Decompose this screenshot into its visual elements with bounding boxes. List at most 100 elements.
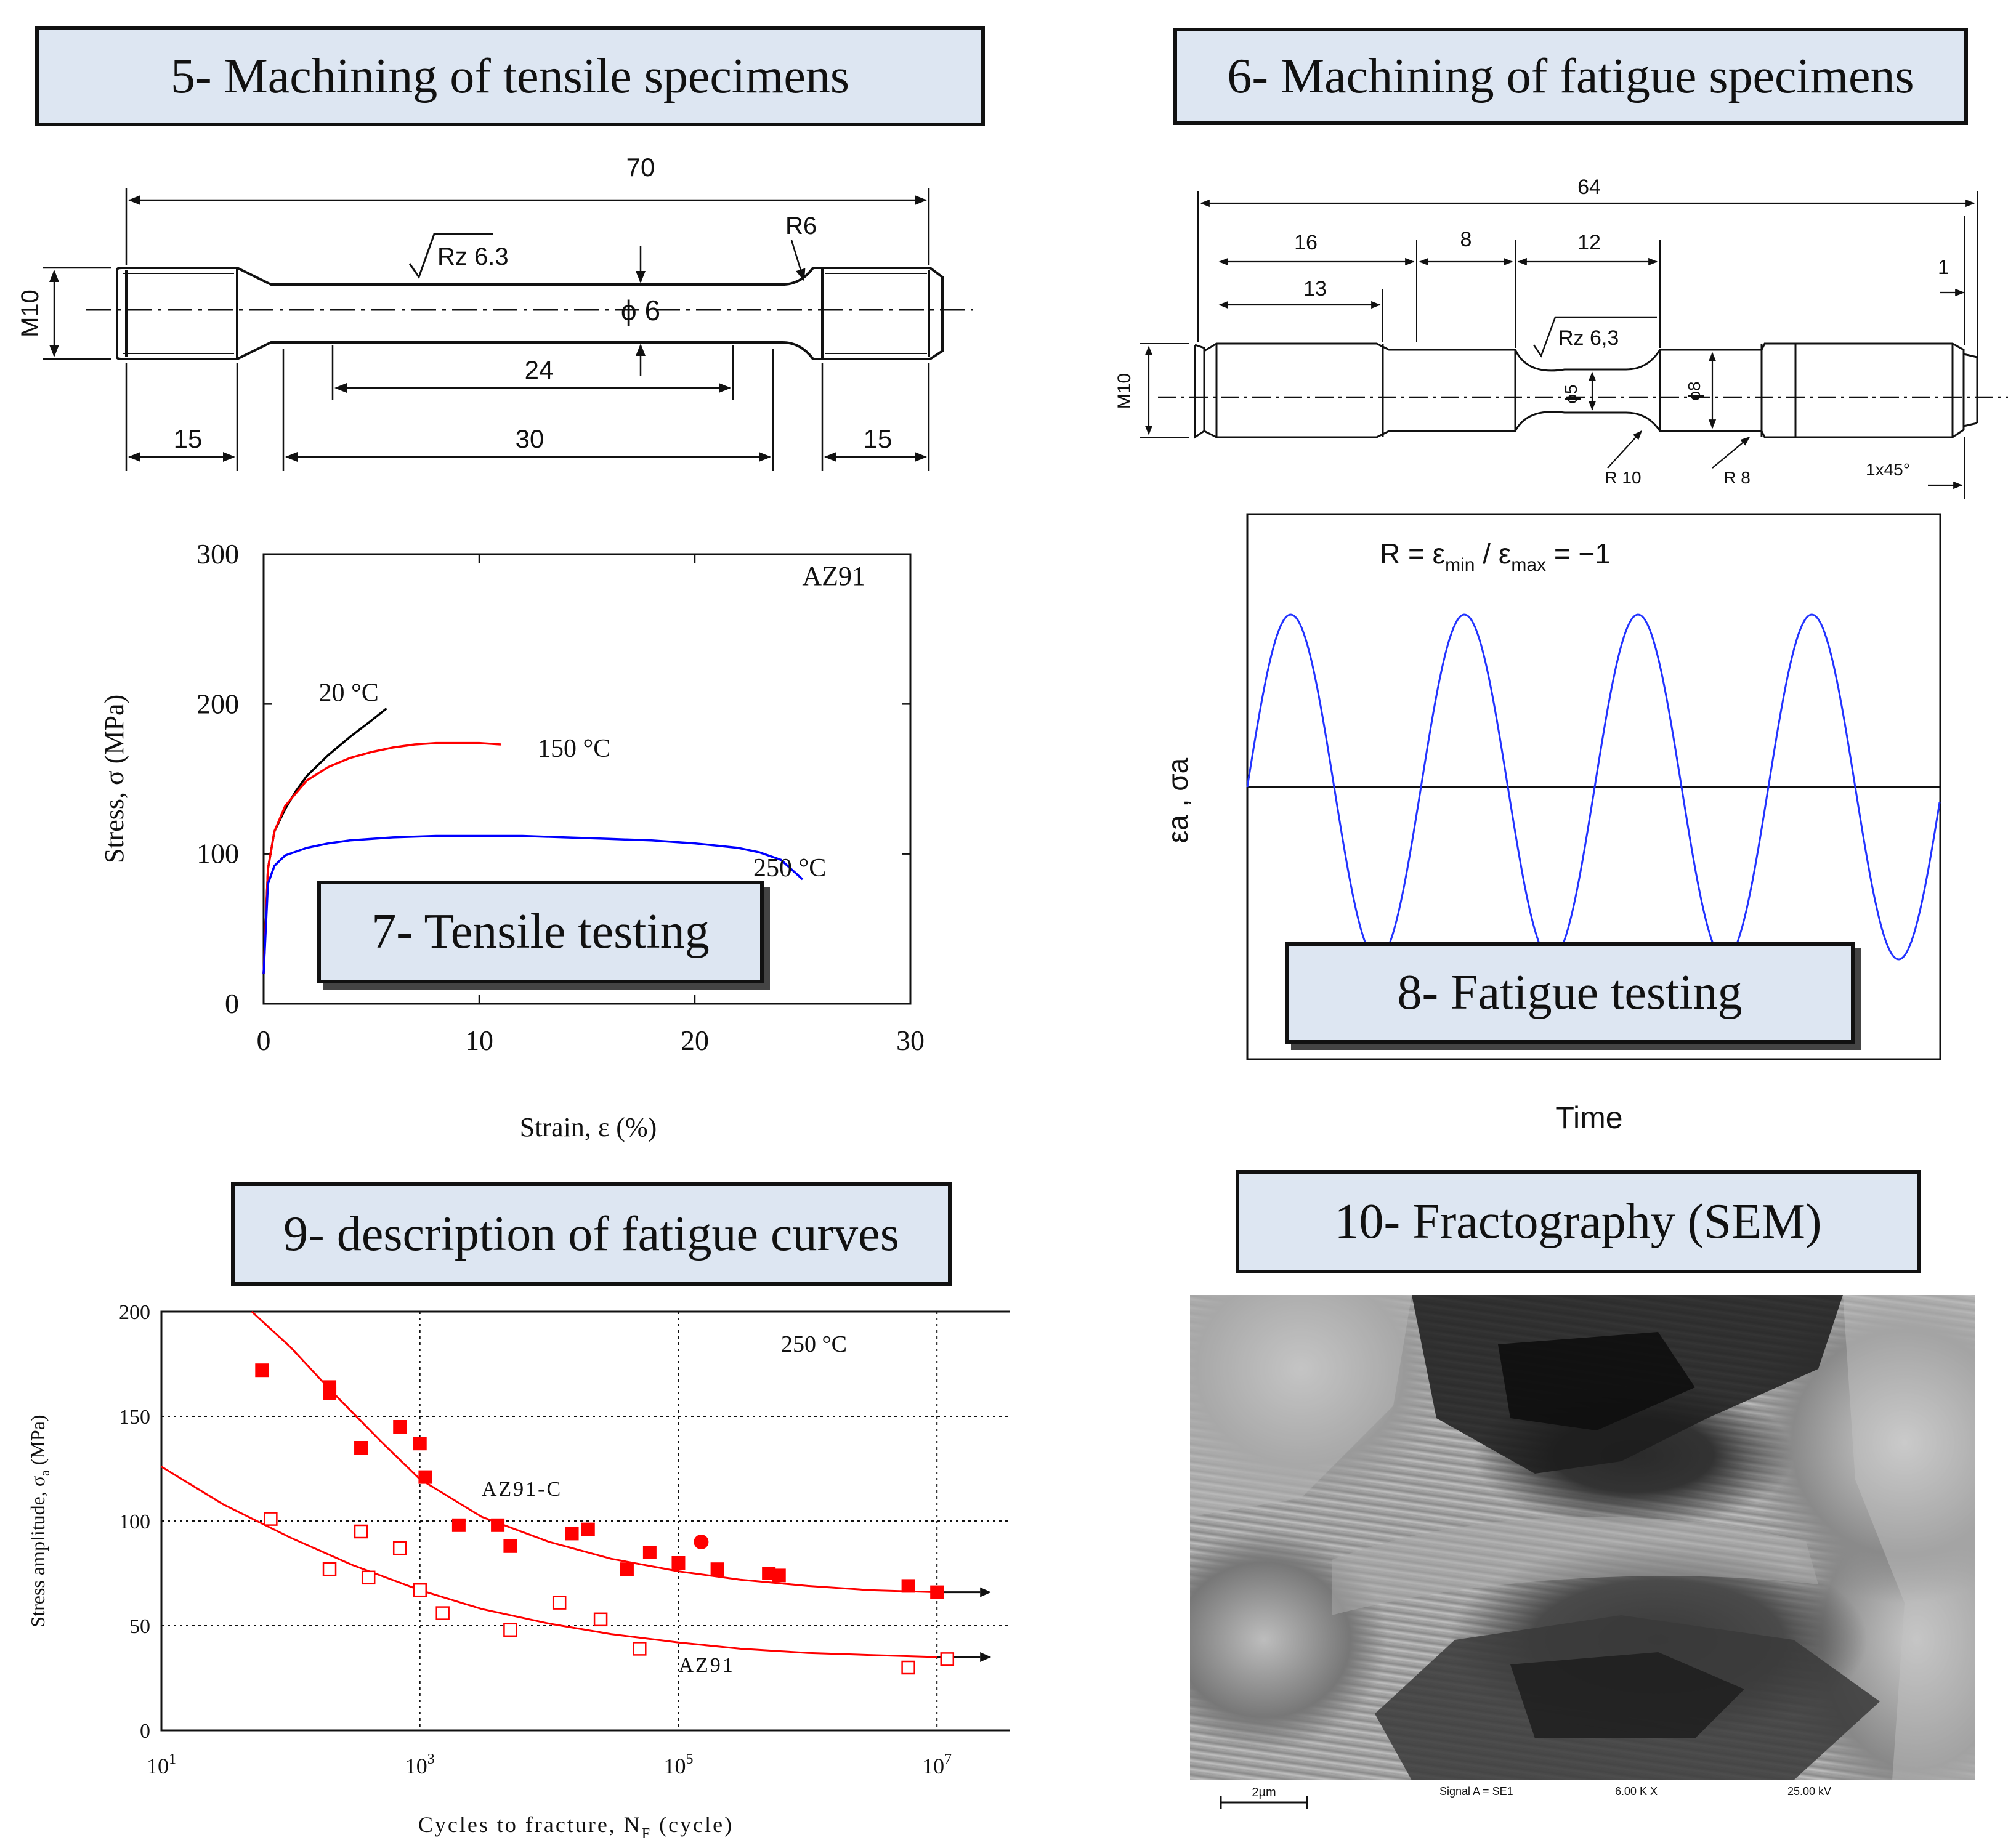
sn-point-az91c <box>772 1568 786 1583</box>
sem-signal: Signal A = SE1 <box>1439 1785 1513 1798</box>
sn-point-az91 <box>593 1612 608 1627</box>
sn-point-az91c <box>620 1562 634 1576</box>
tensile-xtick-label: 30 <box>896 1025 925 1056</box>
sn-point-az91 <box>633 1642 647 1656</box>
fat-roughness: Rz 6,3 <box>1558 326 1619 350</box>
sn-runout-arrowhead <box>980 1587 992 1597</box>
sem-scalebar-label: 2µm <box>1252 1786 1276 1799</box>
sn-point-az91 <box>413 1583 427 1597</box>
tensile-annotation: AZ91 <box>802 561 865 591</box>
fatigue-waveform-chart: R = εmin / εmax = −1 εa , σa Time <box>1162 513 1941 1135</box>
sn-ytick-label: 0 <box>140 1720 150 1743</box>
panel-5-title: 5- Machining of tensile specimens <box>35 26 985 126</box>
fat-dim-12: 12 <box>1577 231 1601 254</box>
sn-point-az91 <box>552 1596 567 1610</box>
fat-dia-min: ϕ5 <box>1561 384 1581 403</box>
tensile-xlabel: Strain, ε (%) <box>520 1112 657 1142</box>
sn-point-az91 <box>354 1524 368 1539</box>
sn-point-az91c <box>491 1518 505 1532</box>
fat-thread: M10 <box>1114 373 1135 409</box>
thread-label: M10 <box>17 289 44 337</box>
sn-xtick-label: 101 <box>147 1751 176 1778</box>
sn-point-az91c <box>762 1567 776 1580</box>
dim-grip-right: 15 <box>864 424 893 453</box>
tensile-series-label: 20 °C <box>319 679 379 708</box>
sn-point-az91c <box>323 1386 337 1400</box>
sn-point-az91 <box>322 1562 337 1576</box>
dim-grip-left: 15 <box>174 424 203 453</box>
sn-point-az91c <box>581 1522 595 1536</box>
sn-point-az91c-circle <box>694 1535 709 1549</box>
sn-point-az91c <box>354 1441 368 1455</box>
dim-diameter: ϕ 6 <box>621 294 660 326</box>
sem-mag: 6.00 K X <box>1615 1785 1658 1798</box>
sn-point-az91c <box>451 1518 466 1532</box>
sn-point-az91c <box>255 1363 269 1378</box>
sn-point-az91 <box>361 1570 376 1585</box>
sn-ylabel: Stress amplitude, σa (MPa) <box>26 1414 52 1627</box>
fat-dim-13: 13 <box>1303 277 1327 301</box>
tensile-ytick-label: 0 <box>225 988 239 1019</box>
tensile-ytick-label: 300 <box>196 538 239 570</box>
fatigue-specimen-drawing: 64 16 8 12 13 1 Rz 6,3 ϕ5 ϕ8 R 10 R 8 1x… <box>1114 176 2008 499</box>
panel-8-title: 8- Fatigue testing <box>1285 942 1855 1044</box>
tensile-xtick-label: 0 <box>257 1025 271 1056</box>
sn-xtick-label: 105 <box>663 1751 693 1778</box>
sn-label-az91: AZ91 <box>678 1654 734 1677</box>
sn-ytick-label: 50 <box>129 1615 150 1638</box>
fat-dim-16: 16 <box>1294 231 1318 254</box>
panel-9-title: 9- description of fatigue curves <box>231 1182 952 1286</box>
sn-ytick-label: 200 <box>119 1301 150 1324</box>
sem-voltage: 25.00 kV <box>1787 1785 1831 1798</box>
dim-gauge: 24 <box>525 355 554 384</box>
fat-radius-8: R 8 <box>1723 468 1751 487</box>
fatigue-sn-chart: 101 103 105 107 0 50 100 150 200 AZ91-C AZ91 250 … <box>26 1301 1010 1842</box>
fat-dia-2: ϕ8 <box>1685 381 1704 400</box>
dim-total: 70 <box>626 153 655 182</box>
sn-point-az91c <box>503 1539 517 1553</box>
radius-label: R6 <box>785 212 817 240</box>
ratio-label: R = εmin / εmax = −1 <box>1380 538 1611 575</box>
fat-dim-8: 8 <box>1460 228 1472 251</box>
dim-parallel: 30 <box>516 424 544 453</box>
sn-point-az91 <box>392 1541 407 1555</box>
tensile-series-line <box>262 741 501 974</box>
sn-point-az91c <box>930 1585 944 1599</box>
tensile-plot-frame <box>262 553 912 1005</box>
sn-xtick-label: 103 <box>405 1751 435 1778</box>
sn-point-az91 <box>901 1660 915 1675</box>
tensile-series-line <box>262 834 804 974</box>
sn-point-az91c <box>393 1420 407 1434</box>
panel-7-title: 7- Tensile testing <box>317 881 764 983</box>
fat-dim-total: 64 <box>1577 176 1601 199</box>
fat-radius-10: R 10 <box>1605 468 1641 487</box>
sn-ytick-label: 100 <box>119 1511 150 1533</box>
waveform-xlabel: Time <box>1555 1100 1622 1135</box>
sn-runout-arrowhead <box>980 1652 992 1662</box>
sn-xtick-label: 107 <box>922 1751 952 1778</box>
panel-10-title: 10- Fractography (SEM) <box>1236 1170 1921 1273</box>
sn-point-az91c <box>418 1470 432 1484</box>
fat-dim-1: 1 <box>1938 256 1949 278</box>
sn-point-az91c <box>901 1579 915 1593</box>
sn-xlabel: Cycles to fracture, NF (cycle) <box>418 1812 734 1842</box>
panel-6-title: 6- Machining of fatigue specimens <box>1173 28 1968 125</box>
sn-point-az91c <box>565 1527 579 1541</box>
tensile-ylabel: Stress, σ (MPa) <box>99 695 129 863</box>
tensile-xtick-label: 10 <box>465 1025 493 1056</box>
tensile-series-label: 250 °C <box>753 854 826 882</box>
sn-annotation: 250 °C <box>781 1331 847 1357</box>
sn-ytick-label: 150 <box>119 1406 150 1429</box>
waveform-ylabel: εa , σa <box>1162 757 1194 843</box>
tensile-ytick-label: 100 <box>196 838 239 870</box>
waveform-sine <box>1246 613 1941 961</box>
sn-label-az91c: AZ91-C <box>482 1478 562 1501</box>
sem-info-bar: 2µm Signal A = SE1 6.00 K X 25.00 kV <box>1190 1780 1975 1817</box>
tensile-xtick-label: 20 <box>681 1025 709 1056</box>
sn-point-az91c <box>413 1437 427 1451</box>
sn-fit-curve <box>161 1466 937 1658</box>
sn-point-az91c <box>642 1546 657 1559</box>
tensile-ytick-label: 200 <box>196 688 239 719</box>
fat-chamfer: 1x45° <box>1866 460 1910 479</box>
